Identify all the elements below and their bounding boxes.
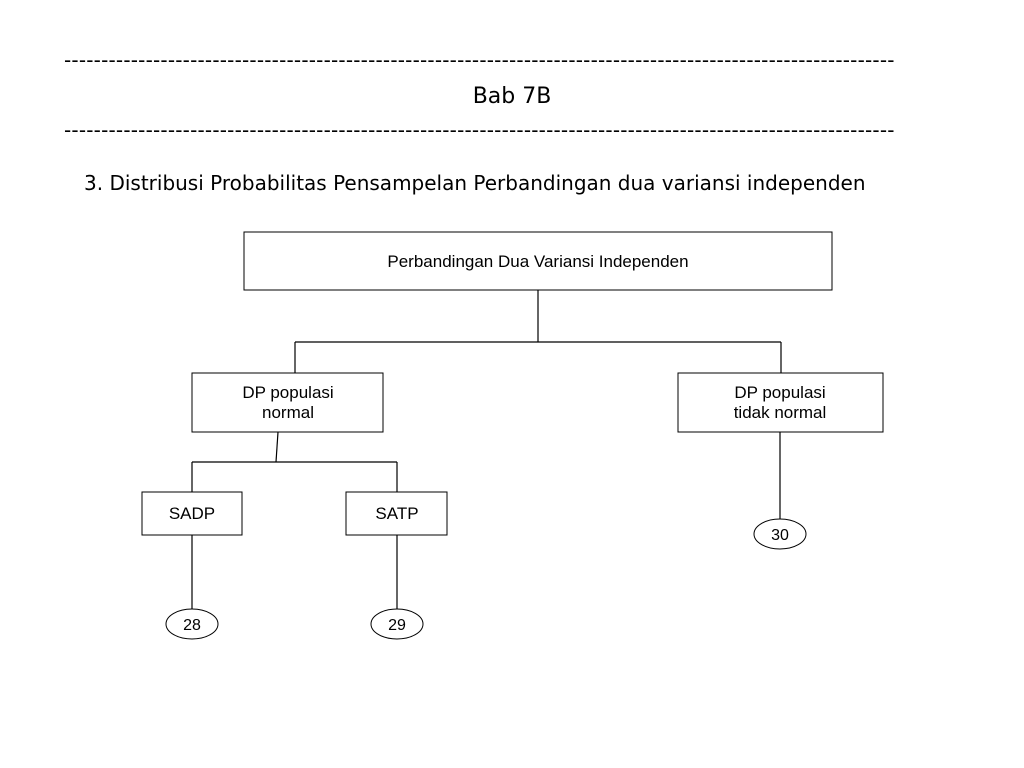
left-node-connector <box>275 431 279 463</box>
normal-population-label-line1: DP populasi <box>242 383 333 402</box>
not-normal-population-label-line1: DP populasi <box>734 383 825 402</box>
ref-28-oval: 28 <box>165 608 219 640</box>
section-heading: 3. Distribusi Probabilitas Pensampelan P… <box>84 171 866 195</box>
normal-population-label-line2: normal <box>262 403 314 422</box>
root-node: Perbandingan Dua Variansi Independen <box>243 231 833 291</box>
ref-30-oval: 30 <box>753 518 807 550</box>
ref-29-label: 29 <box>388 617 406 634</box>
satp-node: SATP <box>345 491 448 536</box>
not-normal-population-node: DP populasi tidak normal <box>677 372 884 433</box>
chapter-title: Bab 7B <box>472 84 552 109</box>
root-label: Perbandingan Dua Variansi Independen <box>387 252 688 271</box>
top-separator-line: ----------------------------------------… <box>64 50 895 70</box>
ref-29-oval: 29 <box>370 608 424 640</box>
sadp-label: SADP <box>169 504 215 523</box>
not-normal-population-label-line2: tidak normal <box>734 403 827 422</box>
bottom-separator-line: ----------------------------------------… <box>64 120 895 140</box>
connector-lines <box>191 290 782 610</box>
ref-28-label: 28 <box>183 617 201 634</box>
sadp-node: SADP <box>141 491 243 536</box>
satp-label: SATP <box>375 504 418 523</box>
ref-30-label: 30 <box>771 527 789 544</box>
normal-population-node: DP populasi normal <box>191 372 384 433</box>
